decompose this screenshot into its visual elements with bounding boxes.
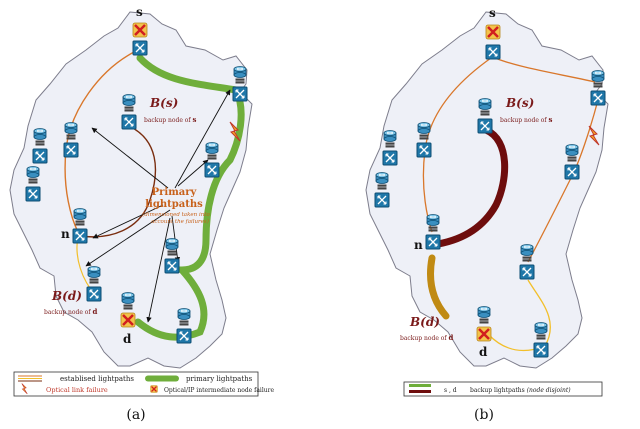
label-s-b: s [489,6,496,20]
label-bd-a: B(d) [51,289,82,303]
label-n-b: n [414,238,423,252]
established-path-a2 [79,125,157,238]
caption-b: (b) [474,407,494,423]
label-bs-a: B(s) [149,96,178,110]
legend-sd-label: s , d [444,387,457,394]
primary-label-line1: Primary [152,187,198,198]
legend-primary-label: primary lightpaths [186,375,253,383]
primary-label-sub2: account the failures) [151,218,209,225]
node-s-b [485,44,501,60]
node-s-a [132,40,148,56]
legend-backup-label: backup lightpaths (node disjoint) [470,387,571,394]
primary-label-line2: lightpaths [145,199,203,210]
label-bs-b: B(s) [505,96,534,110]
legend-established-label: establised lightpaths [60,375,134,383]
panel-a: s n d B(s) backup node of s B(d) backup … [9,5,274,423]
label-n-a: n [61,227,70,241]
caption-a: (a) [126,407,145,423]
legend-node-failure-icon [149,384,159,394]
label-d-b: d [479,345,488,359]
label-bd-sub-b: backup node of d [400,333,454,342]
legend-b: s , d backup lightpaths (node disjoint) [403,381,603,397]
label-s-a: s [136,5,143,19]
legend-established-swatch [18,375,42,382]
failure-icon-d-a [119,311,137,329]
label-bd-b: B(d) [409,315,440,329]
backup-lightpath-b1 [434,126,509,248]
panel-b: s n d B(s) backup node of s B(d) backup … [365,6,609,423]
established-path-b1 [494,57,596,83]
legend-a: establised lightpaths primary lightpaths… [13,371,274,397]
failure-icon-d-b [475,325,493,343]
failure-icon-s-a [131,21,149,39]
label-bs-sub-a: backup node of s [144,115,197,124]
primary-label-sub1: (dimensioned taken into [142,211,210,218]
label-bs-sub-b: backup node of s [500,115,553,124]
primary-lightpath-a [134,54,245,341]
backup-lightpath-b2 [427,254,450,320]
failure-icon-s-b [484,23,502,41]
label-d-a: d [123,332,132,346]
label-bd-sub-a: backup node of d [44,307,98,316]
legend-node-failure-label: Optical/IP intermediate node failure [164,387,274,394]
legend-link-failure-label: Optical link failure [46,386,108,394]
